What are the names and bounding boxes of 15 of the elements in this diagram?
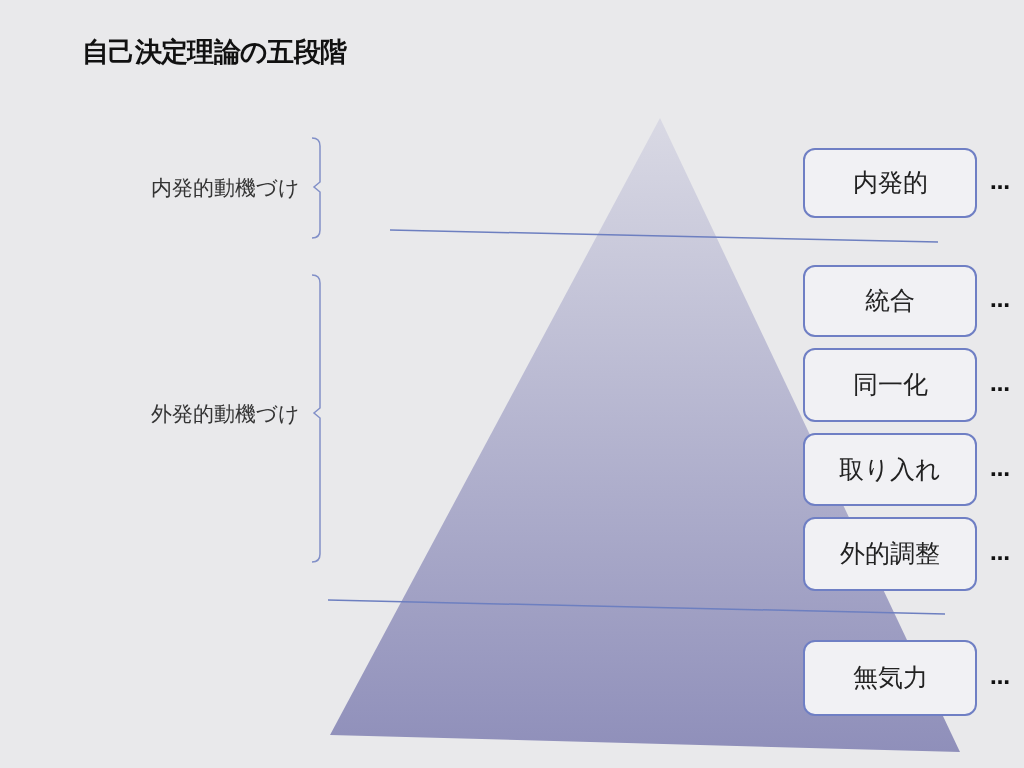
title: 自己決定理論の五段階 (82, 35, 347, 69)
ellipsis-text: … (990, 455, 1010, 483)
ellipsis-text: … (990, 664, 1010, 691)
stage-box: 同一化 (803, 348, 977, 422)
stage-box: 取り入れ (803, 433, 977, 506)
ellipsis-text: … (990, 169, 1010, 196)
stage-box: 外的調整 (803, 517, 977, 591)
stage-box: 無気力 (803, 640, 977, 716)
ellipsis-text: … (990, 287, 1010, 314)
ellipsis-text: … (990, 371, 1010, 398)
stage-box: 統合 (803, 265, 977, 337)
stage-box: 内発的 (803, 148, 977, 218)
ellipsis-text: … (990, 540, 1010, 567)
bracket-label: 内発的動機づけ (150, 175, 300, 202)
bracket-label: 外発的動機づけ (150, 401, 300, 428)
